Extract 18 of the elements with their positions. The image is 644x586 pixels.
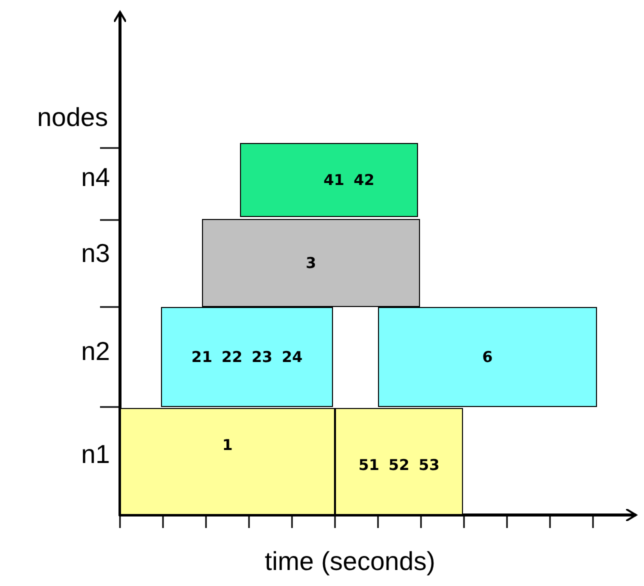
- time-block: [161, 307, 333, 407]
- block-label: 41 42: [324, 170, 374, 191]
- axis-label: nodes: [36, 104, 108, 130]
- block-label: 6: [482, 346, 493, 368]
- time-block: [378, 307, 597, 407]
- axis-label: n4: [80, 164, 110, 190]
- time-block: [335, 408, 463, 515]
- axis-label: n2: [80, 338, 110, 364]
- time-block: [202, 219, 420, 307]
- axis-label: n1: [80, 441, 110, 467]
- block-label: 3: [306, 252, 316, 274]
- axis-label: n3: [80, 240, 110, 266]
- block-label: 21 22 23 24: [191, 346, 303, 368]
- block-label: 51 52 53: [358, 455, 440, 476]
- time-block: [240, 143, 418, 217]
- axis-title: time (seconds): [264, 548, 436, 574]
- block-label: 1: [222, 435, 233, 456]
- time-block: [120, 408, 335, 515]
